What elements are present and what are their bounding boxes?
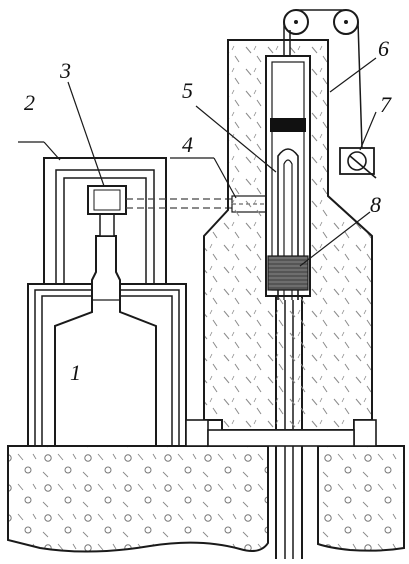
label-5: 5 [182, 78, 193, 103]
labels: 1 2 3 4 5 6 7 8 [24, 36, 392, 385]
label-8: 8 [370, 192, 381, 217]
tower [185, 39, 377, 447]
pulley-system [283, 9, 377, 179]
label-6: 6 [378, 36, 389, 61]
leader-lines [18, 57, 377, 267]
label-1: 1 [70, 360, 81, 385]
label-4: 4 [182, 132, 193, 157]
label-3: 3 [59, 58, 71, 83]
label-2: 2 [24, 90, 35, 115]
foundation [7, 445, 405, 553]
label-7: 7 [380, 92, 392, 117]
vessel-1 [54, 185, 157, 447]
